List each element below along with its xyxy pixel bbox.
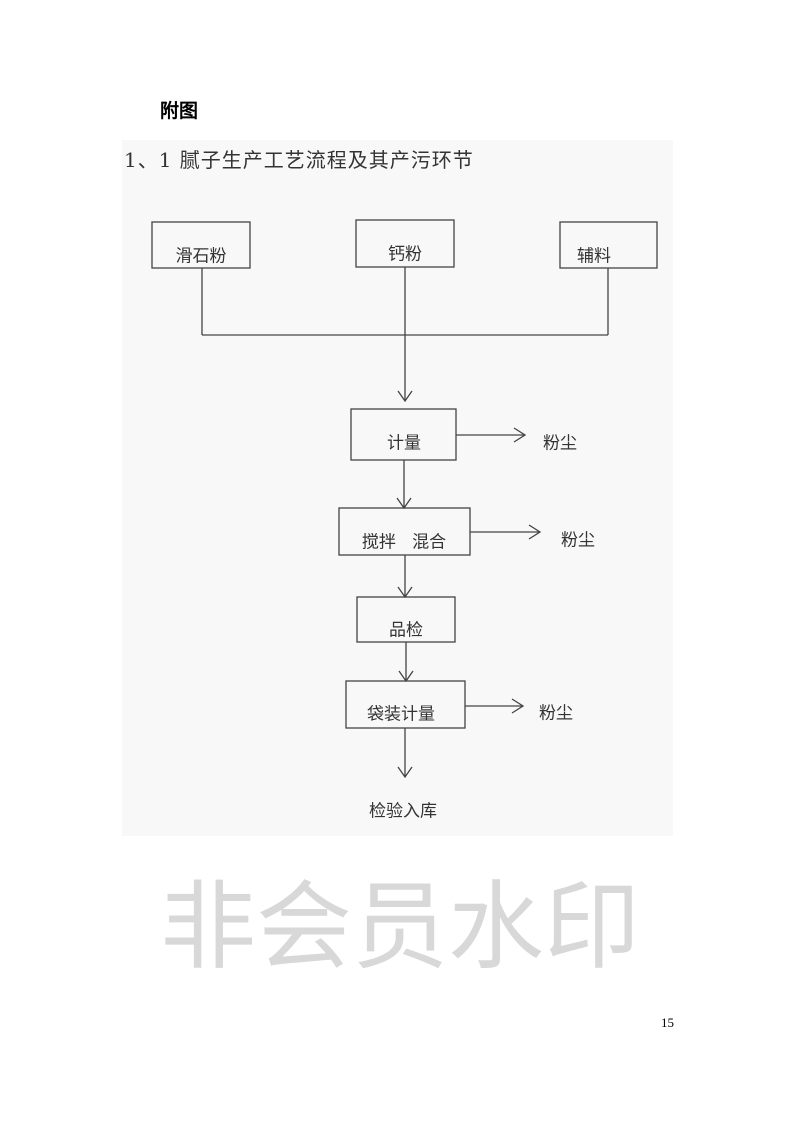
scanned-figure-background [122, 140, 673, 836]
dust-arrow-2 [470, 524, 542, 540]
watermark: 非会员水印 [160, 871, 640, 983]
figure-title: 1、1 腻子生产工艺流程及其产污环节 [124, 148, 474, 172]
step-bagging: 袋装计量 [367, 704, 435, 725]
emission-dust-1: 粉尘 [543, 433, 577, 454]
appendix-heading: 附图 [160, 100, 199, 122]
dust-arrow-1 [456, 427, 527, 443]
dust-arrow-3 [465, 698, 525, 714]
input-auxiliary: 辅料 [577, 246, 611, 267]
merge-lines [201, 267, 609, 400]
input-talc: 滑石粉 [175, 246, 227, 267]
box-talc [151, 221, 251, 269]
arrowhead [397, 390, 413, 403]
input-calcium: 钙粉 [388, 244, 422, 265]
step-metering: 计量 [387, 433, 421, 454]
page-number: 15 [661, 1015, 674, 1030]
arrow-down-1 [396, 460, 412, 510]
step-inspection: 品检 [389, 620, 423, 641]
arrow-down-3 [398, 642, 414, 683]
arrow-down-4 [397, 728, 413, 779]
emission-dust-3: 粉尘 [539, 703, 573, 724]
step-mixing: 搅拌 混合 [361, 532, 447, 553]
final-storage: 检验入库 [369, 801, 437, 822]
arrow-down-2 [397, 555, 413, 599]
emission-dust-2: 粉尘 [561, 530, 595, 551]
